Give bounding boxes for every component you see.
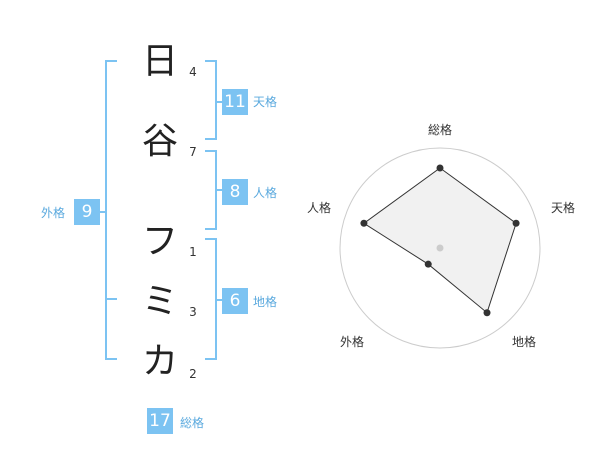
jinkaku-badge: 8	[222, 179, 248, 205]
stroke-count-4: 3	[189, 305, 197, 319]
stroke-count-3: 1	[189, 245, 197, 259]
radar-label-jinkaku: 人格	[307, 200, 331, 215]
radar-center-point	[436, 244, 444, 252]
gaikaku-badge: 9	[74, 199, 100, 225]
tenkaku-label: 天格	[253, 95, 278, 109]
stroke-count-2: 7	[189, 145, 197, 159]
chikaku-label: 地格	[253, 295, 278, 309]
radar-polygon	[363, 167, 517, 314]
gaikaku-label: 外格	[41, 206, 66, 220]
radar-label-chikaku: 地格	[512, 334, 536, 349]
name-character-3: フ	[141, 221, 178, 262]
soukaku-label: 総格	[180, 416, 205, 430]
radar-point	[483, 309, 491, 317]
radar-label-soukaku: 総格	[428, 122, 452, 137]
jinkaku-label: 人格	[253, 186, 278, 200]
radar-point	[436, 164, 444, 172]
radar-point	[512, 219, 520, 227]
radar-label-gaikaku: 外格	[340, 334, 364, 349]
name-character-5: カ	[141, 341, 178, 382]
radar-point	[360, 219, 368, 227]
soukaku-badge: 17	[147, 408, 173, 434]
chikaku-badge: 6	[222, 288, 248, 314]
radar-label-tenkaku: 天格	[551, 200, 575, 215]
tenkaku-badge: 11	[222, 89, 248, 115]
name-character-2: 谷	[141, 121, 178, 162]
name-character-4: ミ	[141, 281, 178, 322]
name-character-1: 日	[141, 41, 178, 82]
radar-point	[424, 260, 432, 268]
stroke-count-1: 4	[189, 65, 197, 79]
stroke-count-5: 2	[189, 367, 197, 381]
radar-points	[360, 164, 520, 317]
radar-shape	[363, 167, 517, 314]
